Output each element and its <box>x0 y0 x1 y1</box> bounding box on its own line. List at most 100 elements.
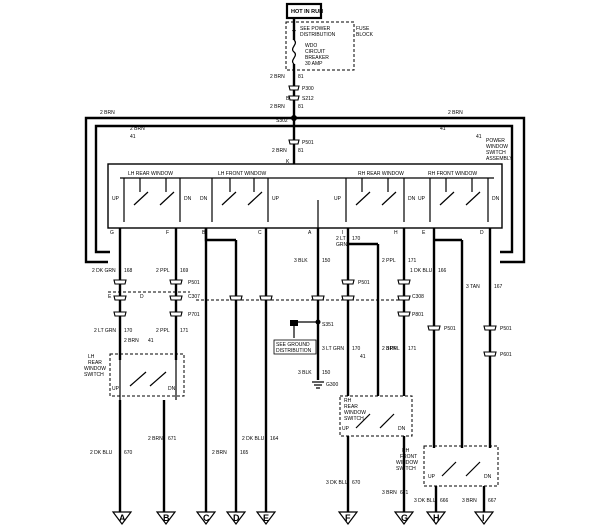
lh-rear-label: LH REAR WINDOW <box>128 171 173 177</box>
terminal-a-label: A <box>119 513 126 523</box>
up-4: UP <box>418 196 426 202</box>
wire-2brn-inner: 2 BRN <box>130 126 145 132</box>
wire-81-2: 81 <box>298 104 304 110</box>
splice-s302-label: S302 <box>276 118 288 124</box>
terminal-d-label: D <box>233 513 240 523</box>
lh-switch-label-2: REAR <box>88 360 102 366</box>
lh-switch-label-4: SWITCH <box>84 372 104 378</box>
g300-label: G300 <box>326 382 338 388</box>
connector-p300 <box>288 85 300 91</box>
wire-164: 164 <box>270 436 279 442</box>
terminal-b-label: B <box>163 513 170 523</box>
right-inner-brn-wire <box>294 124 514 254</box>
pin-g: G <box>110 230 114 236</box>
wire-670b: 670 <box>352 480 361 486</box>
hot-in-run-box <box>285 2 323 20</box>
wire-41-left-2: 41 <box>148 338 154 344</box>
ground-dist-label-2: DISTRIBUTION <box>276 348 312 354</box>
breaker-icon <box>291 39 297 65</box>
rh-front-switch-box <box>423 445 499 487</box>
rhf-up: UP <box>428 474 436 480</box>
left-outer-brn-wire <box>84 116 294 264</box>
pin-e-left: E <box>108 294 112 300</box>
terminal-d <box>225 511 247 525</box>
ground-g300-icon <box>312 381 324 389</box>
wire-3blk: 3 BLK <box>294 258 308 264</box>
left-connectors <box>113 279 273 317</box>
hot-in-run-label: HOT IN RUN <box>291 9 323 15</box>
connector-p501-top-label: P501 <box>302 140 314 146</box>
right-outer-brn-wire <box>294 116 526 264</box>
dn-1: DN <box>184 196 192 202</box>
rh-front-label-4: SWITCH <box>396 466 416 472</box>
connector-p501-top <box>288 139 300 145</box>
terminal-h <box>425 511 447 525</box>
terminal-row <box>111 511 495 525</box>
wire-1dkblu: 1 DK BLU <box>410 268 433 274</box>
wire-3brn-667: 3 BRN <box>462 498 477 504</box>
terminal-c-label: C <box>203 513 210 523</box>
wire-41-rh: 41 <box>360 354 366 360</box>
wire-670: 670 <box>124 450 133 456</box>
wire-671b: 671 <box>400 490 409 496</box>
lh-up: UP <box>112 386 120 392</box>
up-1: UP <box>112 196 120 202</box>
wire-667: 667 <box>488 498 497 504</box>
assembly-label-3: SWITCH <box>486 150 506 156</box>
wire-2ppl-rh-2: 3 PPL <box>386 346 400 352</box>
terminal-f-label: F <box>345 513 351 523</box>
wire-2brn-left-2: 2 BRN <box>124 338 139 344</box>
breaker-label-2: CIRCUIT <box>305 49 325 55</box>
assembly-label-2: WINDOW <box>486 144 508 150</box>
pin-b-top: B <box>286 96 290 102</box>
wire-81-3: 81 <box>298 148 304 154</box>
connector-p300-label: P300 <box>302 86 314 92</box>
rh-rear-switch-contacts <box>355 413 395 429</box>
terminal-c <box>195 511 217 525</box>
wire-171-rh: 171 <box>408 258 417 264</box>
dn-4: DN <box>492 196 500 202</box>
switch-contacts-lh-front <box>211 178 269 222</box>
ground-marker <box>290 320 298 326</box>
pin-d: D <box>480 230 484 236</box>
switch-assembly-box <box>107 163 503 229</box>
terminal-e <box>255 511 277 525</box>
ground-dist-label-1: SEE GROUND <box>276 342 310 348</box>
wire-2brn-3: 2 BRN <box>272 148 287 154</box>
wire-170-left: 170 <box>124 328 133 334</box>
wire-150: 150 <box>322 258 331 264</box>
terminal-g <box>393 511 415 525</box>
c308-label: C308 <box>412 294 424 300</box>
p501-right-label-3: P501 <box>500 326 512 332</box>
switch-contacts-lh-rear <box>123 178 181 222</box>
wire-2ltgrn: 2 LT GRN <box>94 328 116 334</box>
wire-41-right-2: 41 <box>476 134 482 140</box>
assembly-label-1: POWER <box>486 138 505 144</box>
wire-2brn-right: 2 BRN <box>448 110 463 116</box>
wire-81-top: 81 <box>298 74 304 80</box>
c307-label: C307 <box>188 294 200 300</box>
rh-front-label: RH FRONT WINDOW <box>428 171 477 177</box>
terminal-f <box>337 511 359 525</box>
terminal-i <box>473 511 495 525</box>
wire-2ppl-left: 2 PPL <box>156 268 170 274</box>
p601-label: P601 <box>500 352 512 358</box>
wire-2dkgrn: 2 DK GRN <box>92 268 116 274</box>
rh-switch-label-3: WINDOW <box>344 410 366 416</box>
wire-671: 671 <box>168 436 177 442</box>
wire-grn: GRN <box>336 242 348 248</box>
rh-front-label-3: WINDOW <box>396 460 418 466</box>
rh-rear-label: RH REAR WINDOW <box>358 171 404 177</box>
pin-c: C <box>258 230 262 236</box>
terminal-i-label: I <box>482 513 485 523</box>
wire-171-rh-2: 171 <box>408 346 417 352</box>
wire-2dkblu-670: 2 DK BLU <box>90 450 113 456</box>
wire-150-2: 150 <box>322 370 331 376</box>
connector-s212-label: S212 <box>302 96 314 102</box>
wire-3dkblu-666: 3 DK BLU <box>414 498 437 504</box>
wire-166: 166 <box>438 268 447 274</box>
wire-2ppl-rh: 2 PPL <box>382 258 396 264</box>
wire-2brn-rh: 2 BRN <box>382 346 397 352</box>
wire-3brn-671: 3 BRN <box>382 490 397 496</box>
up-2: UP <box>272 196 280 202</box>
